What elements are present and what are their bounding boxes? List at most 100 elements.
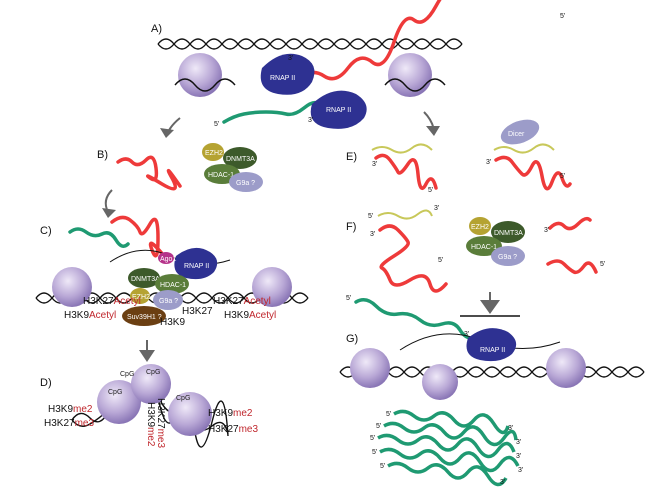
suv39h1-c-label: Suv39H1 ? (127, 314, 162, 321)
dnmt3a-f (491, 221, 525, 243)
g9a-f (491, 246, 525, 266)
dnmt3a-c (128, 268, 160, 288)
prime-e-left-3: 3' (372, 161, 377, 168)
prime-e-right-5: 5' (560, 173, 565, 180)
mark-c-left-h3k27: H3K27Acetyl (83, 296, 141, 307)
rnap-a-bottom (310, 90, 367, 129)
dna-helix-a-strand2 (157, 38, 463, 50)
nucleosome-c-right (252, 267, 292, 307)
g9a-b-label: G9a ? (236, 180, 255, 187)
red-rna-b (116, 155, 182, 191)
nucleosome-d-right (168, 392, 212, 436)
nucleosome-a-right (388, 53, 432, 97)
red-rna-e-right (494, 155, 572, 191)
green-rna-a (222, 100, 320, 124)
prime-f-red-5: 5' (438, 257, 443, 264)
dna-wrap-a-right (384, 78, 446, 92)
prime-e-right-3: 3' (486, 159, 491, 166)
red-rna-e-left (374, 153, 438, 190)
ezh2-b (202, 143, 224, 161)
dicer-e-label: Dicer (508, 131, 525, 138)
mark-c-right-h3k27: H3K27Acetyl (213, 296, 271, 307)
panel-label-e: E) (346, 151, 357, 163)
panel-e-group: 3' 5' Dicer 3' 5' (371, 119, 572, 194)
green-rna-product-2 (383, 421, 518, 447)
prime-g-p5-3: 3' (500, 479, 505, 486)
red-rna-f-right-top (548, 216, 592, 231)
mark-c-right-h3k9: H3K9Acetyl (224, 310, 276, 321)
ezh2-f (469, 217, 491, 235)
ago1-c-label: Ago1 (160, 256, 176, 263)
ezh2-c (130, 288, 150, 304)
hdac1-b-label: HDAC-1 (208, 172, 234, 179)
nucleosome-d-top (131, 364, 171, 404)
ezh2-f-label: EZH2 (471, 224, 489, 231)
panel-label-g: G) (346, 333, 358, 345)
green-rna-product-3 (377, 433, 516, 459)
yellow-rna-e-left (371, 143, 433, 154)
prime-a-green-5: 5' (214, 121, 219, 128)
red-rna-f-right-bottom (546, 259, 598, 275)
red-rna-f-left (378, 224, 448, 293)
rnap-c (174, 247, 218, 280)
prime-f-right-top-3: 3' (544, 227, 549, 234)
prime-f-yellow-3: 3' (434, 205, 439, 212)
nucleosome-g-left (350, 348, 390, 388)
red-rna-a (298, 0, 442, 81)
nucleosome-g-mid (422, 364, 458, 400)
panel-label-d: D) (40, 377, 52, 389)
dna-wrap-a-left (174, 78, 236, 92)
complex-b: EZH2 DNMT3A HDAC-1 G9a ? (202, 143, 263, 192)
prime-a-red-5: 5' (560, 13, 565, 20)
prime-f-right-bottom-5: 5' (600, 261, 605, 268)
green-rna-product-4 (379, 447, 520, 473)
dnmt3a-b (223, 147, 257, 169)
prime-g-p3-3: 3' (516, 453, 521, 460)
g9a-c (153, 290, 183, 310)
ago1-c (158, 252, 174, 264)
prime-e-left-5: 5' (428, 187, 433, 194)
rnap-c-label: RNAP II (184, 263, 209, 270)
green-rna-g (354, 298, 478, 341)
arrow-head-c-to-d (139, 350, 155, 362)
arrow-head-b-to-c (102, 208, 116, 218)
prime-g-p1-3: 3' (508, 425, 513, 432)
prime-g-p2-5: 5' (376, 423, 381, 430)
prime-g-3: 3' (464, 331, 469, 338)
mark-d-mid-h3k9: H3K9me2 (145, 402, 156, 447)
prime-f-yellow-5: 5' (368, 213, 373, 220)
ezh2-b-label: EZH2 (205, 150, 223, 157)
panel-a-group: 5' 5' RNAP II 3' RNAP II 3' (157, 0, 565, 129)
nucleosome-d-left (97, 380, 141, 424)
mark-c-mid-h3k9: H3K9 (160, 317, 185, 328)
prime-g-p4-3: 3' (518, 467, 523, 474)
mark-c-mid-h3k27: H3K27 (182, 306, 213, 317)
cpg-d-1: CpG (108, 389, 122, 396)
arrow-head-a-to-b (160, 128, 174, 138)
g9a-f-label: G9a ? (498, 254, 517, 261)
dnmt3a-b-label: DNMT3A (226, 156, 255, 163)
panel-label-b: B) (97, 149, 108, 161)
dnmt3a-f-label: DNMT3A (494, 230, 523, 237)
cpg-d-3: CpG (146, 369, 160, 376)
mark-d-mid-h3k27: H3K27me3 (155, 398, 166, 448)
yellow-rna-f (377, 209, 433, 220)
panel-c-group: RNAP II Ago1 DNMT3A HDAC-1 EZH2 G9a ? Su… (35, 215, 309, 328)
dna-helix-a-strand1 (157, 38, 463, 50)
prime-a-top-3: 3' (288, 55, 293, 62)
rnap-a-top-label: RNAP II (270, 75, 295, 82)
prime-g-p5-5: 5' (380, 463, 385, 470)
g9a-b (229, 172, 263, 192)
prime-g-p1-5: 5' (386, 411, 391, 418)
dna-helix-g-strand1 (339, 366, 645, 378)
nucleosome-a-left (178, 53, 222, 97)
g9a-c-label: G9a ? (159, 298, 178, 305)
rnap-a-bottom-label: RNAP II (326, 107, 351, 114)
green-rna-product-5 (387, 461, 508, 487)
panel-f-group: 5' 3' 3' 5' EZH2 DNMT3A HDAC-1 G9a ? 3' … (368, 205, 605, 293)
rnap-g-label: RNAP II (480, 347, 505, 354)
mark-d-left-h3k27: H3K27me3 (44, 418, 94, 429)
panel-label-f: F) (346, 221, 356, 233)
red-rna-c (110, 215, 166, 258)
